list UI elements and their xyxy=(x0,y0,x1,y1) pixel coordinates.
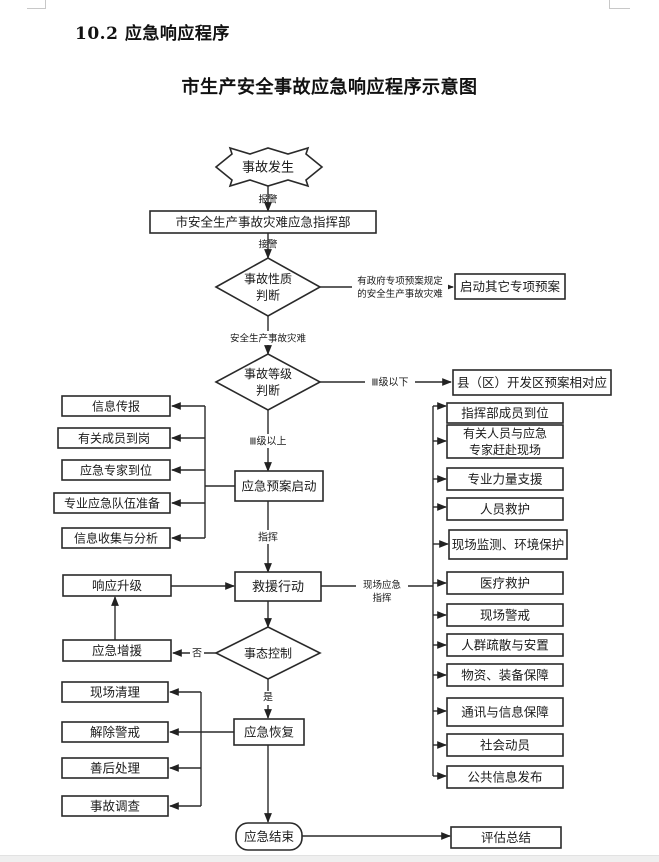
edge-label-receive-alarm: 接警 xyxy=(258,238,278,250)
activation-task-1-label: 有关成员到岗 xyxy=(78,431,150,445)
reinforcement-box xyxy=(62,639,172,662)
recovery-task-3-label: 事故调查 xyxy=(90,799,141,814)
edge-label-command: 指挥 xyxy=(258,531,278,544)
recovery-task-1-box xyxy=(61,721,169,743)
start-event-label: 事故发生 xyxy=(242,160,294,176)
label-backdrop xyxy=(222,331,314,345)
onsite-task-5-box xyxy=(446,571,564,595)
activation-task-3-box xyxy=(53,492,171,514)
onsite-task-2-label: 专业力量支援 xyxy=(467,472,543,487)
onsite-task-1-label: 专家赶赴现场 xyxy=(469,442,541,457)
page-corner-mark-left xyxy=(27,0,46,9)
response-upgrade-box xyxy=(62,574,172,597)
onsite-task-0-label: 指挥部成员到位 xyxy=(461,406,549,421)
onsite-task-7-box xyxy=(446,633,564,657)
onsite-task-7-label: 人群疏散与安置 xyxy=(461,638,549,653)
evaluation-box xyxy=(450,826,562,849)
onsite-task-8-label: 物资、装备保障 xyxy=(461,668,549,683)
edge-label-alarm: 报警 xyxy=(258,193,278,205)
situation-control-diamond xyxy=(214,626,322,680)
situation-control-label: 事态控制 xyxy=(244,646,292,660)
section-heading: 10.2 应急响应程序 xyxy=(75,24,230,44)
label-backdrop xyxy=(356,578,408,606)
other-plans-label: 启动其它专项预案 xyxy=(460,279,561,294)
reinforcement-label: 应急增援 xyxy=(92,643,143,658)
onsite-task-11-box xyxy=(446,765,564,789)
start-event-shape xyxy=(214,146,324,188)
label-backdrop xyxy=(365,375,415,389)
onsite-task-0-box xyxy=(446,402,564,424)
onsite-task-4-label: 现场监测、环境保护 xyxy=(452,537,565,552)
level-judgment-label: 事故等级 xyxy=(244,366,292,381)
evaluation-label: 评估总结 xyxy=(481,830,531,845)
page-bottom-edge xyxy=(0,855,659,862)
edge-label-safety-accident: 安全生产事故灾难 xyxy=(230,332,307,344)
recovery-task-0-box xyxy=(61,681,169,703)
onsite-task-3-box xyxy=(446,497,564,521)
command-hq-label: 市安全生产事故灾难应急指挥部 xyxy=(175,215,350,230)
activation-task-2-label: 应急专家到位 xyxy=(80,462,152,477)
nature-judgment-label: 事故性质 xyxy=(244,271,292,286)
rescue-action-label: 救援行动 xyxy=(252,579,304,595)
onsite-task-3-label: 人员救护 xyxy=(480,502,530,517)
onsite-task-6-box xyxy=(446,603,564,627)
activation-task-0-box xyxy=(61,395,171,417)
response-upgrade-label: 响应升级 xyxy=(92,578,143,593)
onsite-task-10-label: 社会动员 xyxy=(480,738,530,753)
label-backdrop xyxy=(352,277,448,297)
recovery-box xyxy=(233,718,305,746)
plan-activation-box xyxy=(234,470,324,502)
rescue-action-box xyxy=(234,571,322,602)
onsite-task-1-box xyxy=(446,424,564,459)
onsite-task-10-box xyxy=(446,733,564,757)
label-backdrop xyxy=(244,434,294,448)
recovery-task-1-label: 解除警戒 xyxy=(90,725,141,740)
onsite-task-2-box xyxy=(446,467,564,491)
recovery-task-0-label: 现场清理 xyxy=(90,685,141,700)
activation-task-4-box xyxy=(61,527,171,549)
label-backdrop xyxy=(262,691,276,705)
page-corner-mark-right xyxy=(609,0,630,9)
edge-label-yes: 是 xyxy=(263,692,273,704)
activation-task-0-label: 信息传报 xyxy=(92,398,140,413)
edge-label-above-level3: Ⅲ级以上 xyxy=(250,436,287,448)
activation-task-1-box xyxy=(57,427,171,449)
recovery-label: 应急恢复 xyxy=(244,725,295,740)
label-backdrop xyxy=(255,530,283,544)
end-terminator-label: 应急结束 xyxy=(244,829,295,844)
end-terminator-shape xyxy=(235,822,303,851)
onsite-task-11-label: 公共信息发布 xyxy=(467,770,542,785)
edge-label-no: 否 xyxy=(192,648,202,660)
recovery-task-2-box xyxy=(61,757,169,779)
onsite-task-5-label: 医疗救护 xyxy=(480,576,530,591)
edge-label-onsite-command: 指挥 xyxy=(372,592,392,604)
level-judgment-label: 判断 xyxy=(256,382,280,397)
edge-label-below-level3: Ⅲ级以下 xyxy=(372,377,409,389)
command-hq-box xyxy=(149,210,377,234)
recovery-task-2-label: 善后处理 xyxy=(90,761,141,776)
onsite-task-6-label: 现场警戒 xyxy=(480,608,531,623)
onsite-task-8-box xyxy=(446,663,564,687)
activation-task-2-box xyxy=(61,459,171,481)
label-backdrop xyxy=(190,646,204,660)
recovery-task-3-box xyxy=(61,795,169,817)
figure-title: 市生产安全事故应急响应程序示意图 xyxy=(181,77,478,98)
onsite-task-4-box xyxy=(448,529,568,560)
edge-label-onsite-command: 现场应急 xyxy=(363,579,402,591)
county-plan-box xyxy=(452,369,612,396)
activation-task-4-label: 信息收集与分析 xyxy=(74,530,158,545)
edge-label-gov-special: 的安全生产事故灾难 xyxy=(357,288,443,300)
plan-activation-label: 应急预案启动 xyxy=(241,479,316,494)
other-plans-box xyxy=(454,273,566,300)
county-plan-label: 县（区）开发区预案相对应 xyxy=(457,375,607,390)
level-judgment-diamond xyxy=(214,353,322,411)
onsite-task-9-label: 通讯与信息保障 xyxy=(461,705,549,720)
nature-judgment-label: 判断 xyxy=(256,287,280,302)
nature-judgment-diamond xyxy=(214,257,322,317)
activation-task-3-label: 专业应急队伍准备 xyxy=(64,495,160,510)
onsite-task-1-label: 有关人员与应急 xyxy=(463,426,547,441)
onsite-task-9-box xyxy=(446,697,564,727)
edge-label-gov-special: 有政府专项预案规定 xyxy=(357,275,443,287)
